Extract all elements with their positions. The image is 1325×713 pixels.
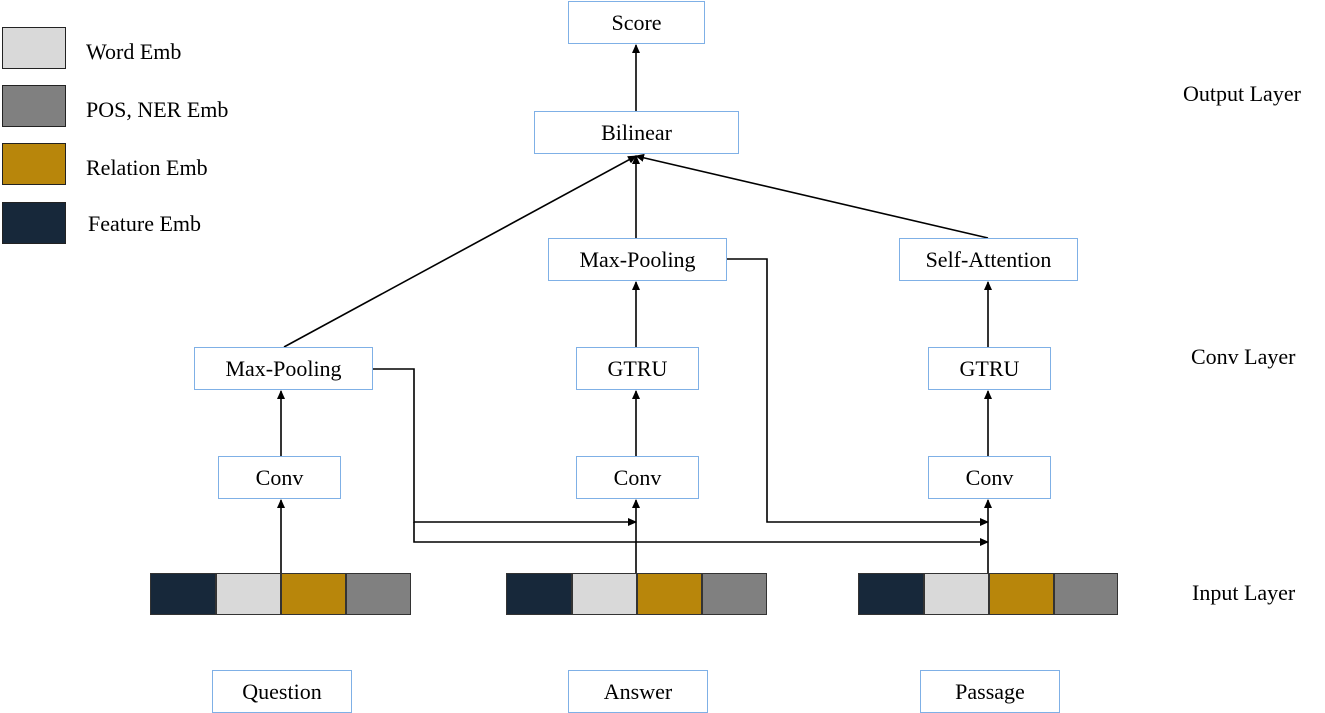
answer-conv-node: Conv xyxy=(576,456,699,499)
question-label: Question xyxy=(212,670,352,713)
answer-label: Answer xyxy=(568,670,708,713)
layer-label-input: Input Layer xyxy=(1192,580,1296,605)
answer-gtru-node: GTRU xyxy=(576,347,699,390)
question-max-pooling-node: Max-Pooling xyxy=(194,347,373,390)
passage-pos-ner-emb xyxy=(1054,573,1118,615)
bilinear-node: Bilinear xyxy=(534,111,739,154)
question-feature-emb xyxy=(150,573,216,615)
answer-relation-emb xyxy=(637,573,702,615)
question-relation-emb xyxy=(281,573,346,615)
legend-label-relation: Relation Emb xyxy=(86,155,208,180)
passage-gtru-node: GTRU xyxy=(928,347,1051,390)
question-pos-ner-emb xyxy=(346,573,411,615)
legend-swatch-relation xyxy=(2,143,66,185)
answer-max-pooling-node: Max-Pooling xyxy=(548,238,727,281)
legend-swatch-word xyxy=(2,27,66,69)
passage-word-emb xyxy=(924,573,989,615)
legend-label-word: Word Emb xyxy=(86,39,182,64)
answer-pos-ner-emb xyxy=(702,573,767,615)
passage-relation-emb xyxy=(989,573,1054,615)
layer-label-output: Output Layer xyxy=(1183,81,1301,106)
passage-feature-emb xyxy=(858,573,924,615)
passage-label: Passage xyxy=(920,670,1060,713)
legend-swatch-feature xyxy=(2,202,66,244)
legend-label-pos-ner: POS, NER Emb xyxy=(86,97,229,122)
score-node: Score xyxy=(568,1,705,44)
question-conv-node: Conv xyxy=(218,456,341,499)
passage-conv-node: Conv xyxy=(928,456,1051,499)
question-word-emb xyxy=(216,573,281,615)
legend-swatch-pos-ner xyxy=(2,85,66,127)
answer-word-emb xyxy=(572,573,637,615)
answer-feature-emb xyxy=(506,573,572,615)
legend-label-feature: Feature Emb xyxy=(88,211,202,236)
layer-label-conv: Conv Layer xyxy=(1191,344,1296,369)
passage-self-attention-node: Self-Attention xyxy=(899,238,1078,281)
